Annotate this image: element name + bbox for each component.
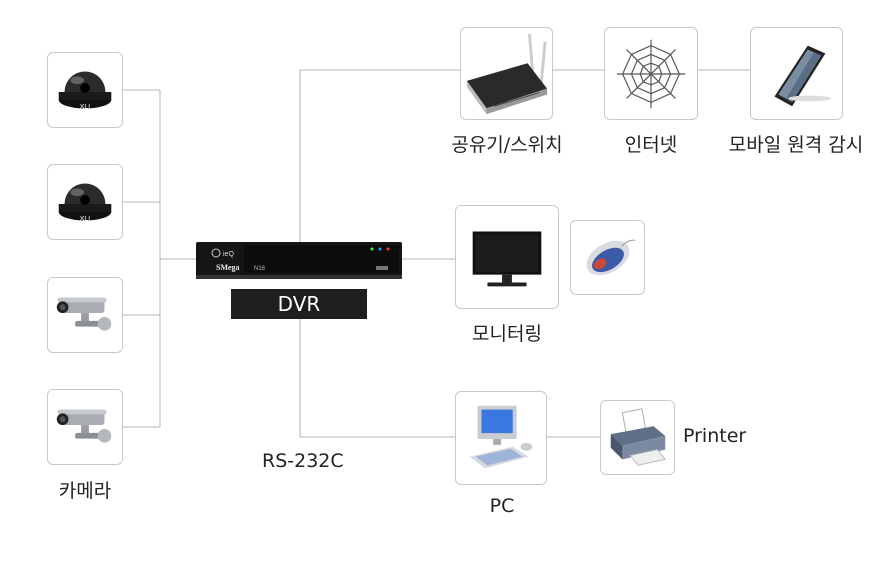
- svg-text:XLI: XLI: [80, 104, 90, 111]
- dome-camera-icon: XLI: [58, 183, 112, 223]
- internet-label: 인터넷: [624, 134, 678, 156]
- internet-box: [604, 27, 698, 120]
- monitor-label: 모니터링: [472, 323, 542, 345]
- printer-icon: [610, 408, 667, 466]
- camera-1-box: XLI: [47, 52, 123, 128]
- pc-label: PC: [489, 495, 515, 517]
- bullet-camera-icon: [56, 409, 112, 443]
- camera-4-box: [47, 389, 123, 465]
- dvr-front-text: N16: [254, 266, 266, 272]
- router-icon: [466, 33, 548, 115]
- dvr-model: SMega: [216, 263, 240, 272]
- mobile-label: 모바일 원격 감시: [728, 134, 864, 156]
- camera-2-box: XLI: [47, 164, 123, 240]
- router-box: [460, 27, 553, 120]
- pc-box: [455, 391, 547, 485]
- spider-web-icon: [616, 39, 686, 109]
- cameras-label: 카메라: [58, 480, 112, 502]
- dvr-label: DVR: [231, 289, 367, 319]
- svg-text:XLI: XLI: [80, 216, 90, 223]
- mouse-icon: [586, 239, 636, 276]
- mouse-box: [570, 220, 645, 295]
- monitor-box: [455, 205, 559, 309]
- dome-camera-icon: XLI: [58, 71, 112, 111]
- dvr-device-icon: ieQ SMega N16: [196, 242, 402, 279]
- rs232c-label: RS-232C: [262, 450, 344, 472]
- pc-icon: [469, 405, 533, 469]
- printer-box: [600, 400, 675, 475]
- smartphone-icon: [774, 45, 832, 107]
- bullet-camera-icon: [56, 297, 112, 331]
- mobile-box: [750, 27, 843, 120]
- monitor-icon: [472, 231, 542, 287]
- camera-3-box: [47, 277, 123, 353]
- router-label: 공유기/스위치: [451, 134, 563, 156]
- dvr-brand: ieQ: [223, 251, 234, 258]
- printer-label: Printer: [683, 425, 747, 447]
